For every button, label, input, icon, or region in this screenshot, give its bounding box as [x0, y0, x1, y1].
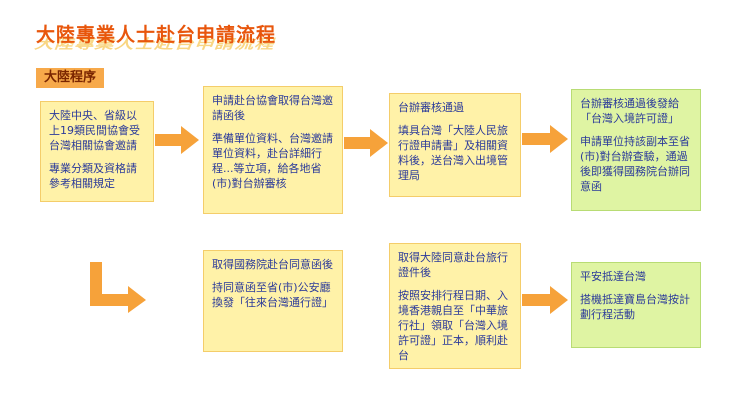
step-3-heading: 台辦審核通過	[398, 101, 464, 114]
step-box-6: 取得大陸同意赴台旅行證件後 按照安排行程日期、入境香港親自至「中華旅行社」領取「…	[389, 243, 521, 369]
step-5-heading: 取得國務院赴台同意函後	[212, 258, 333, 271]
step-2-heading: 申請赴台協會取得台灣邀請函後	[212, 94, 333, 122]
right-arrow-icon	[522, 125, 568, 153]
right-arrow-icon	[344, 129, 388, 157]
bent-arrow-icon	[90, 262, 146, 313]
right-arrow-icon	[155, 126, 199, 154]
step-1-detail: 專業分類及資格請參考相關規定	[49, 162, 137, 190]
right-arrow-icon	[522, 286, 568, 314]
step-box-2: 申請赴台協會取得台灣邀請函後 準備單位資料、台灣邀請單位資料，赴台詳細行程...…	[203, 86, 343, 214]
step-1-heading: 大陸中央、省級以上19類民間協會受台灣相關協會邀請	[49, 109, 140, 152]
step-5-detail: 持同意函至省(市)公安廳換發「往來台灣通行證」	[212, 281, 333, 309]
step-7-heading: 平安抵達台灣	[580, 270, 646, 283]
section-label: 大陸程序	[36, 68, 104, 88]
step-4-heading: 台辦審核通過後發給「台灣入境許可證」	[580, 97, 679, 125]
step-box-4: 台辦審核通過後發給「台灣入境許可證」 申請單位持該副本至省(市)對台辦查驗，通過…	[571, 89, 701, 211]
step-2-detail: 準備單位資料、台灣邀請單位資料，赴台詳細行程...等立項，給各地省(市)對台辦審…	[212, 132, 333, 190]
title-text: 大陸專業人士赴台申請流程	[36, 24, 277, 46]
step-3-detail: 填具台灣「大陸人民旅行證申請書」及相關資料後，送台灣入出境管理局	[398, 124, 508, 182]
step-7-detail: 搭機抵達寶島台灣按計劃行程活動	[580, 293, 690, 321]
page-title: 大陸專業人士赴台申請流程 大陸專業人士赴台申請流程	[33, 20, 336, 64]
step-box-7: 平安抵達台灣 搭機抵達寶島台灣按計劃行程活動	[571, 262, 701, 348]
step-4-detail: 申請單位持該副本至省(市)對台辦查驗，通過後即獲得國務院台辦同意函	[580, 135, 690, 193]
step-6-detail: 按照安排行程日期、入境香港親自至「中華旅行社」領取「台灣入境許可證」正本，順利赴…	[398, 289, 508, 362]
step-box-3: 台辦審核通過 填具台灣「大陸人民旅行證申請書」及相關資料後，送台灣入出境管理局	[389, 93, 521, 197]
step-box-5: 取得國務院赴台同意函後 持同意函至省(市)公安廳換發「往來台灣通行證」	[203, 250, 343, 352]
step-box-1: 大陸中央、省級以上19類民間協會受台灣相關協會邀請 專業分類及資格請參考相關規定	[40, 101, 154, 202]
step-6-heading: 取得大陸同意赴台旅行證件後	[398, 251, 508, 279]
